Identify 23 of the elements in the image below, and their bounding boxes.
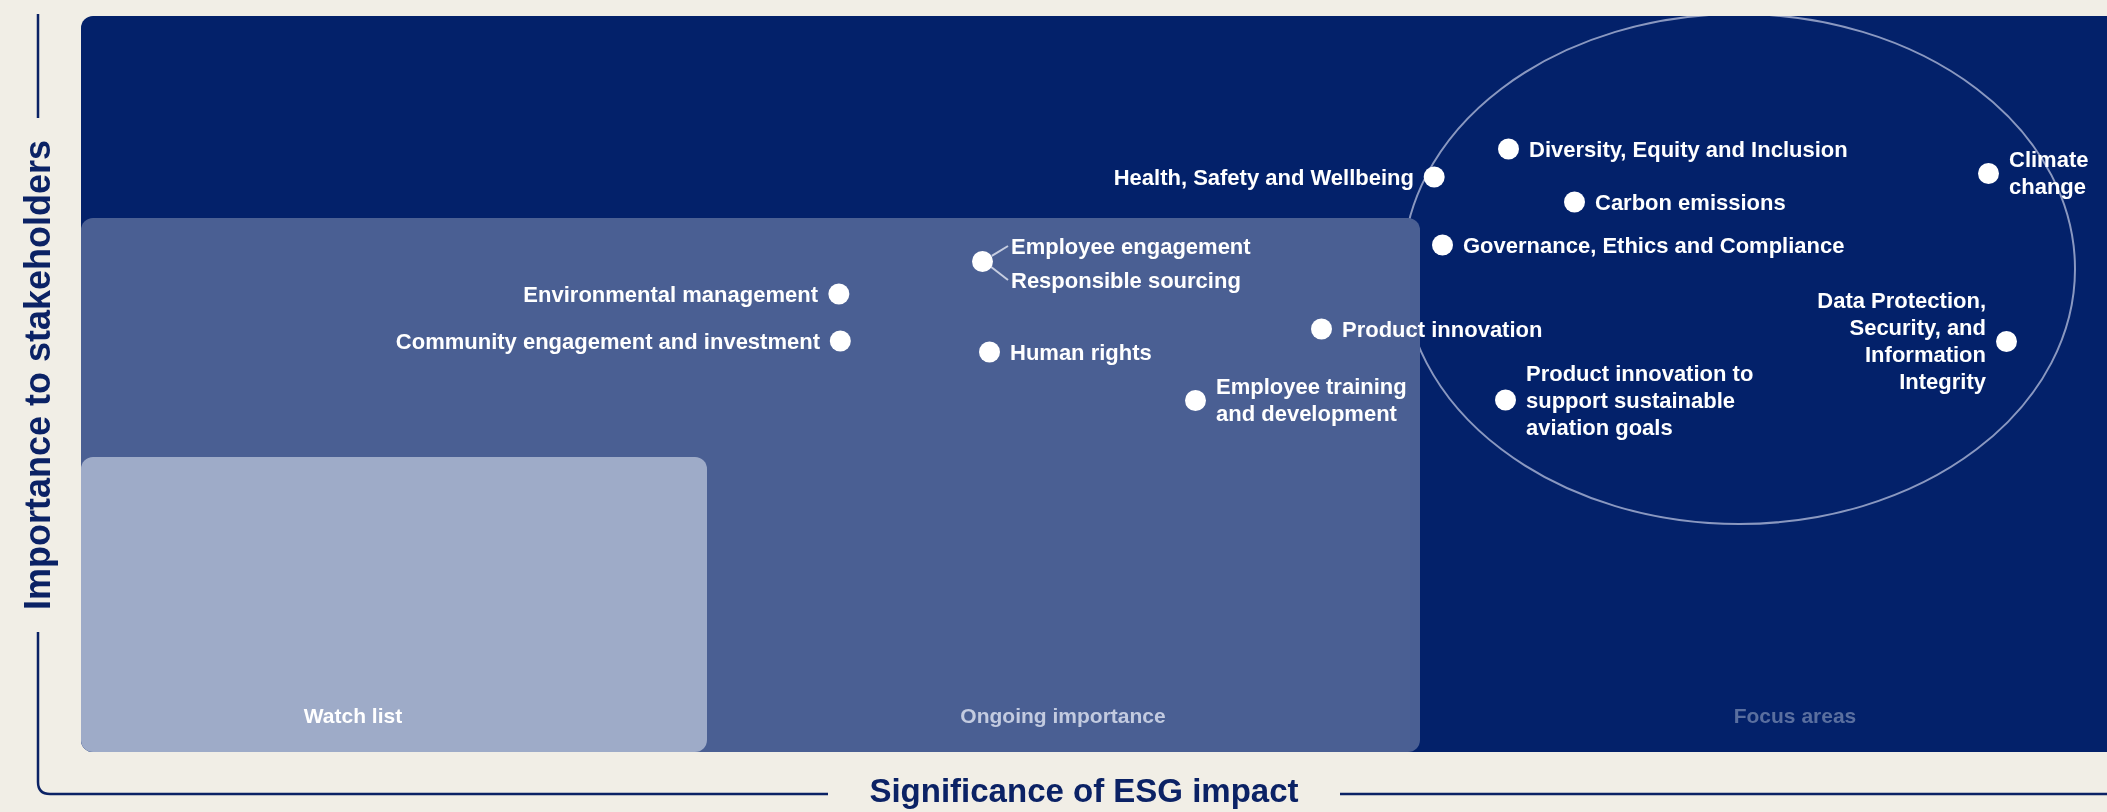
axis-title: Significance of ESG impact bbox=[869, 772, 1299, 810]
region-label: Ongoing importance bbox=[960, 704, 1166, 728]
leader-line bbox=[990, 245, 1009, 257]
topic-label: Data Protection, Security, and Information Integrity bbox=[1816, 287, 1986, 395]
topic-label: Health, Safety and Wellbeing bbox=[1113, 163, 1414, 191]
topic-label: Climate change bbox=[2009, 146, 2090, 200]
region-label: Focus areas bbox=[1733, 704, 1857, 728]
topic-label: Responsible sourcing bbox=[1011, 266, 1241, 294]
topic-label: Carbon emissions bbox=[1595, 188, 1786, 216]
topic-label: Governance, Ethics and Compliance bbox=[1463, 231, 1845, 259]
topic-label: Employee training and development bbox=[1216, 373, 1408, 427]
marker-dot bbox=[971, 250, 993, 272]
topic-label: Diversity, Equity and Inclusion bbox=[1529, 135, 1848, 163]
topic-label: Environmental management bbox=[523, 280, 818, 308]
topic-label: Product innovation bbox=[1342, 315, 1543, 343]
topic-label: Employee engagement bbox=[1011, 232, 1251, 260]
region-label: Watch list bbox=[303, 704, 403, 728]
topic-label: Community engagement and investment bbox=[395, 327, 820, 355]
axis-title: Importance to stakeholders bbox=[17, 139, 59, 611]
topic-label: Human rights bbox=[1010, 338, 1152, 366]
matrix-region bbox=[81, 457, 707, 752]
topic-label: Product innovation to support sustainable aviation goals bbox=[1526, 359, 1755, 441]
leader-line bbox=[990, 266, 1009, 281]
